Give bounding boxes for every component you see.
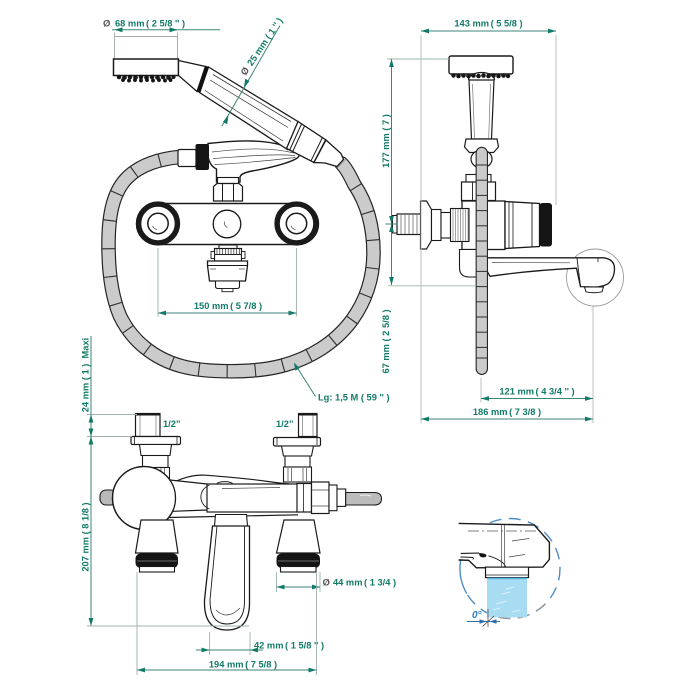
svg-text:68 mm ( 2 5/8 '' ): 68 mm ( 2 5/8 '' )	[115, 19, 185, 29]
svg-text:67 mm ( 2 5/8 ): 67 mm ( 2 5/8 )	[381, 309, 391, 373]
svg-text:143 mm ( 5 5/8 ): 143 mm ( 5 5/8 )	[454, 19, 522, 29]
svg-text:194 mm ( 7 5/8 ): 194 mm ( 7 5/8 )	[209, 660, 277, 670]
svg-text:Ø: Ø	[323, 578, 330, 589]
svg-text:150 mm ( 5 7/8 ): 150 mm ( 5 7/8 )	[194, 301, 262, 311]
svg-text:0°: 0°	[472, 610, 483, 621]
svg-text:207 mm ( 8 1/8 ): 207 mm ( 8 1/8 )	[81, 502, 91, 571]
svg-text:24 mm ( 1 ) Maxi: 24 mm ( 1 ) Maxi	[81, 338, 91, 412]
svg-text:44 mm ( 1 3/4 ): 44 mm ( 1 3/4 )	[333, 578, 396, 588]
svg-text:Lg: 1,5 M ( 59 '' ): Lg: 1,5 M ( 59 '' )	[318, 393, 390, 403]
svg-text:1/2”: 1/2”	[276, 419, 294, 429]
svg-text:1/2”: 1/2”	[163, 419, 181, 429]
svg-text:186 mm ( 7 3/8 ): 186 mm ( 7 3/8 )	[473, 407, 541, 417]
svg-text:42 mm ( 1 5/8 '' ): 42 mm ( 1 5/8 '' )	[254, 641, 324, 651]
svg-text:Ø: Ø	[103, 19, 110, 30]
svg-text:177 mm ( 7 ): 177 mm ( 7 )	[381, 114, 391, 168]
svg-text:121 mm ( 4 3/4 '' ): 121 mm ( 4 3/4 '' )	[499, 387, 574, 397]
